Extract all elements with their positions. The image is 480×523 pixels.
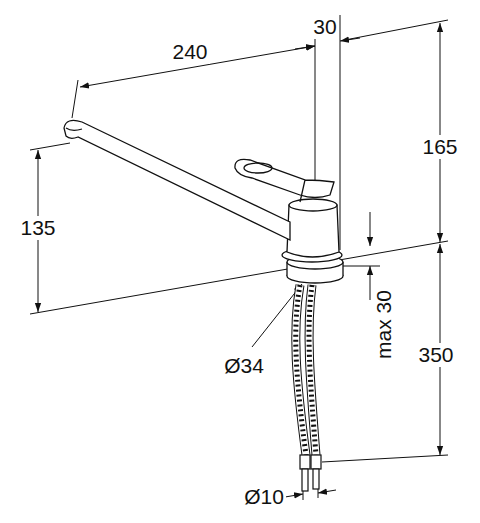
dimension-label: Ø10 xyxy=(242,485,286,508)
dimension-label: 240 xyxy=(170,40,209,63)
dimension-label: 135 xyxy=(18,216,57,239)
dimension-label: 165 xyxy=(420,135,459,158)
dimension-label: 350 xyxy=(416,343,455,366)
dimension-label: Ø34 xyxy=(222,354,266,377)
dimension-label: 30 xyxy=(311,15,338,38)
dimension-label: max 30 xyxy=(371,289,394,362)
